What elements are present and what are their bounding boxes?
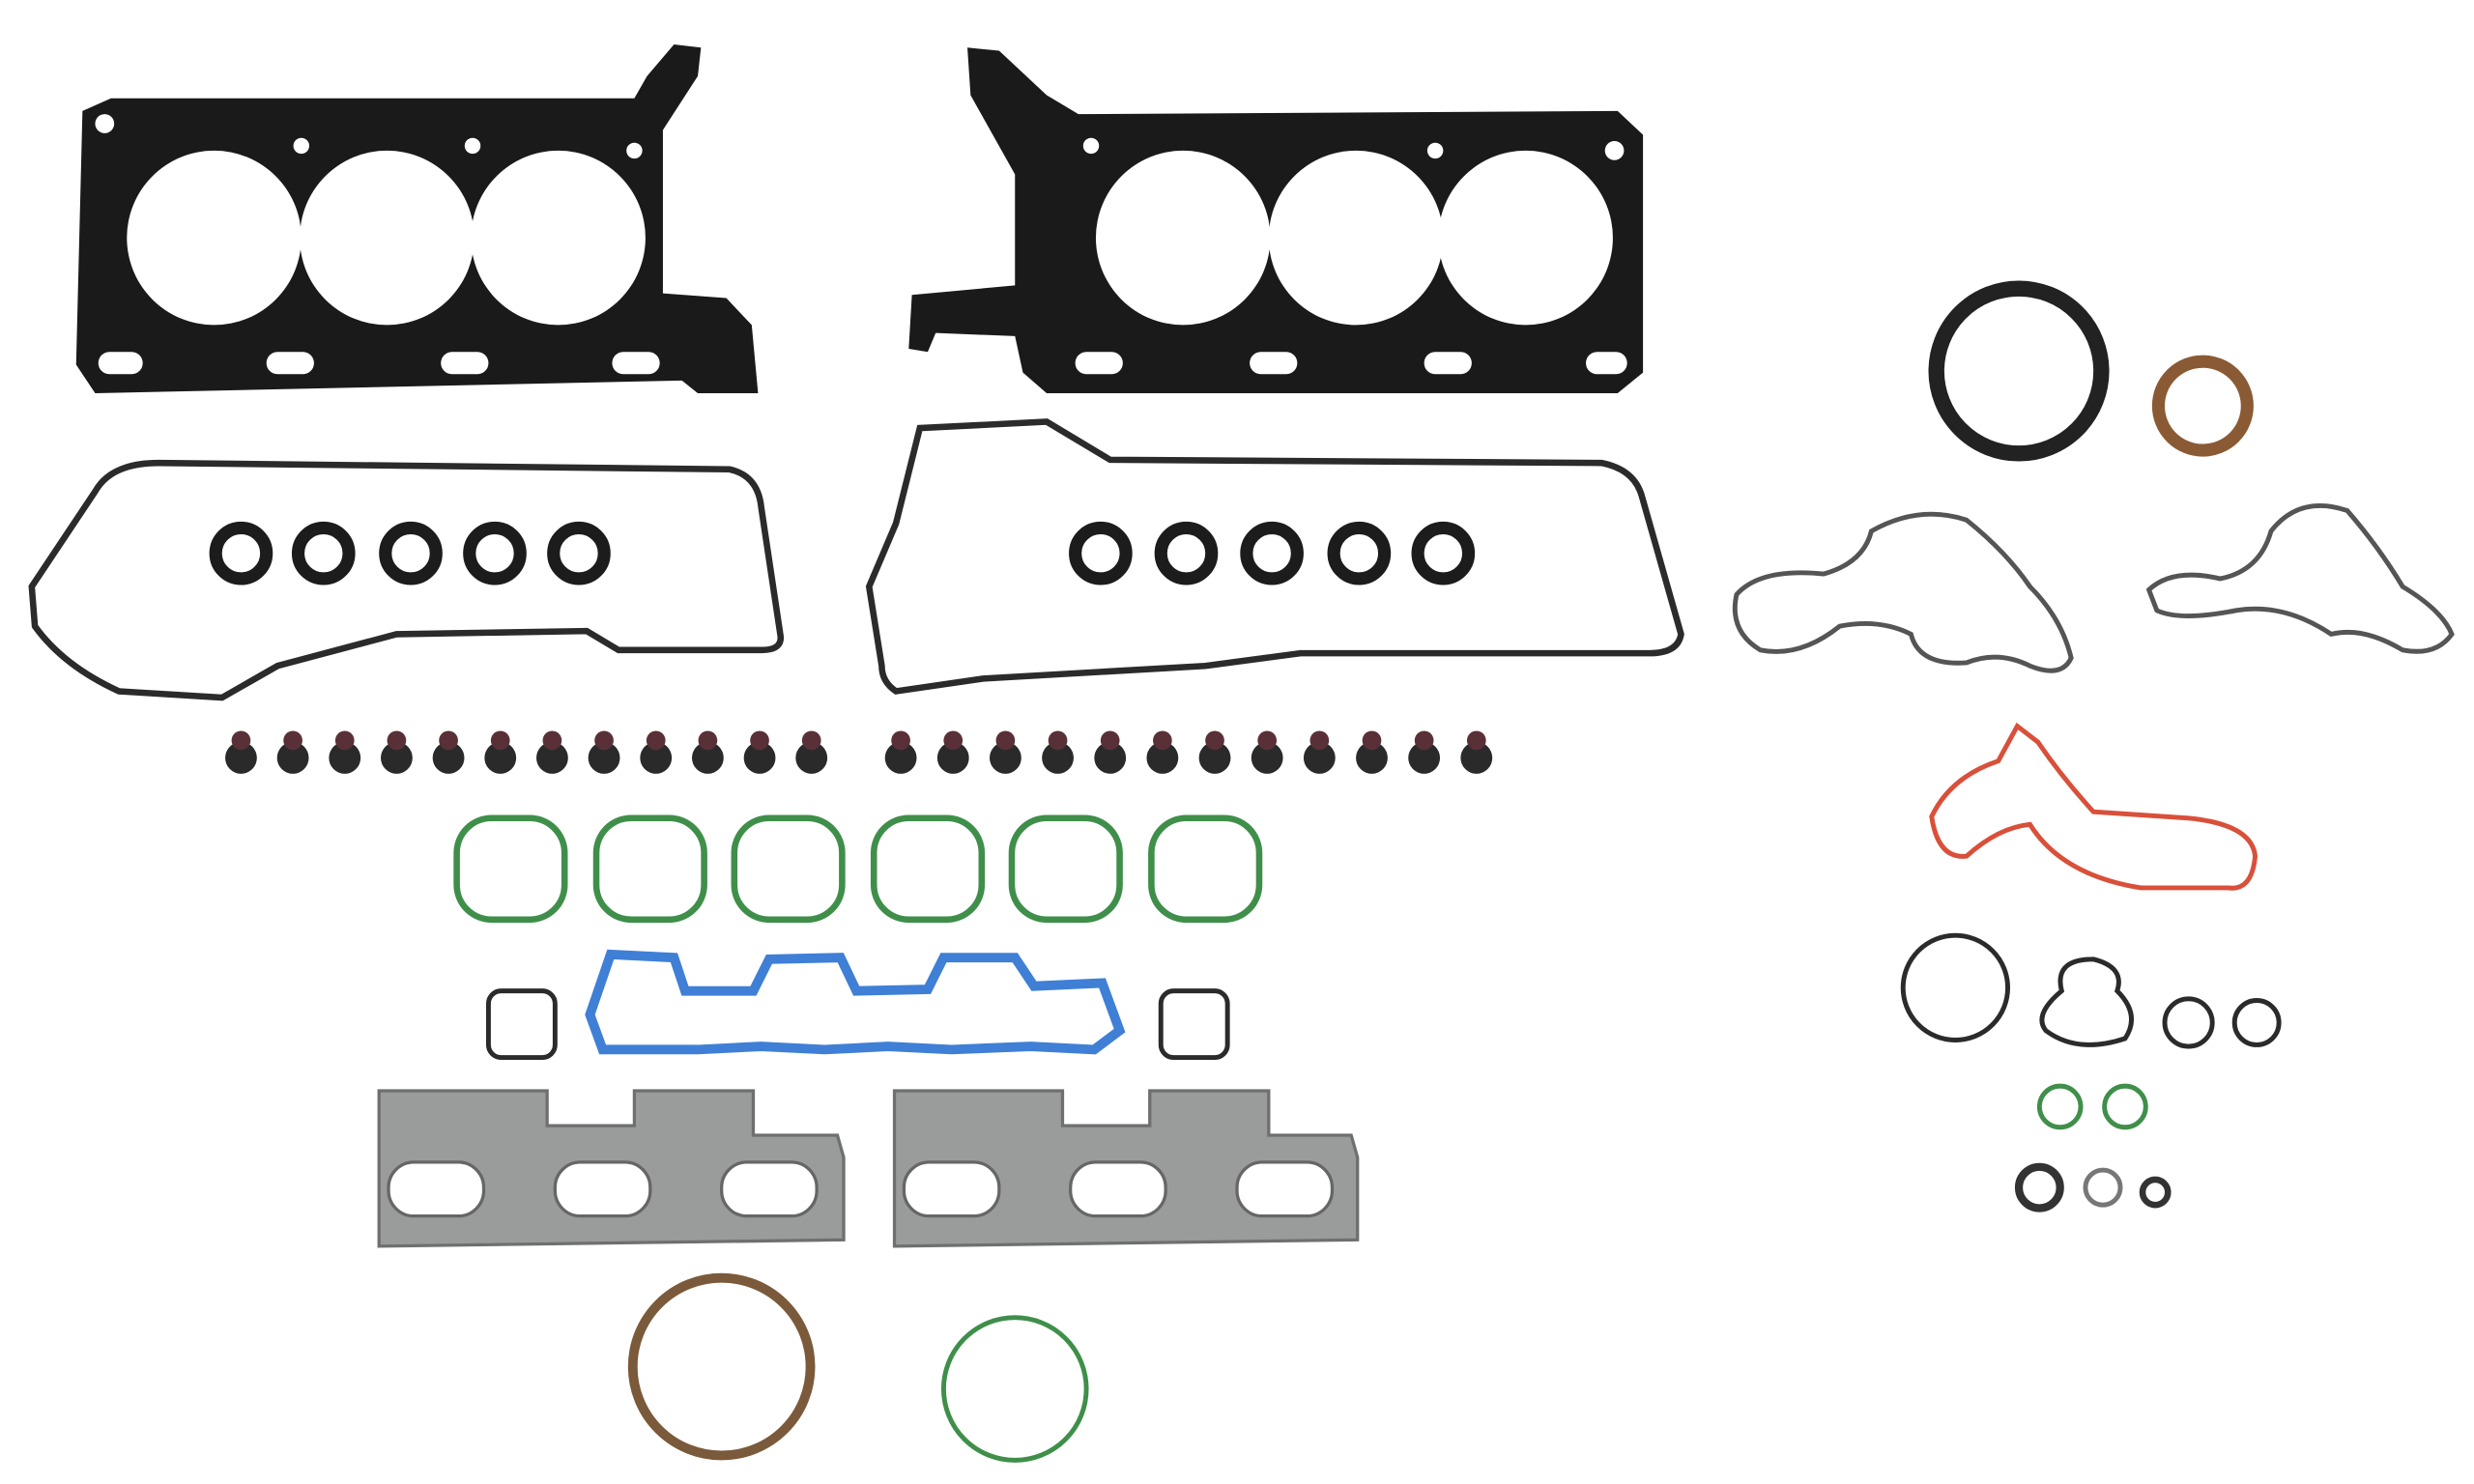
valve-stem-seal bbox=[1408, 742, 1441, 774]
valve-stem-seal-lip bbox=[698, 730, 718, 751]
exhaust-port bbox=[387, 1160, 486, 1218]
valve-stem-seal-lip bbox=[387, 730, 407, 751]
exhaust-manifold-gasket bbox=[892, 1089, 1360, 1248]
throttle-body-ring bbox=[627, 1272, 816, 1461]
valve-stem-seal bbox=[225, 742, 257, 774]
spark-plug-tube-seal bbox=[1411, 521, 1476, 585]
spark-plug-tube-seal bbox=[1327, 521, 1392, 585]
intake-port-gasket bbox=[1148, 814, 1263, 924]
valve-stem-seal bbox=[588, 742, 620, 774]
valve-stem-seal-lip bbox=[1362, 730, 1382, 751]
valve-cover-gasket-right bbox=[865, 418, 1684, 695]
spark-plug-tube-seal bbox=[1154, 521, 1219, 585]
valve-stem-seal-lip bbox=[594, 730, 614, 751]
spark-plug-tube-seal bbox=[1069, 521, 1133, 585]
valve-stem-seal-lip bbox=[1309, 730, 1330, 751]
intake-ring-green bbox=[940, 1315, 1089, 1463]
exhaust-manifold-gasket bbox=[377, 1089, 846, 1248]
valve-stem-seal bbox=[381, 742, 413, 774]
exhaust-port bbox=[1069, 1160, 1167, 1218]
valve-stem-seal bbox=[1303, 742, 1336, 774]
valve-stem-seal bbox=[743, 742, 776, 774]
o-ring bbox=[2102, 1083, 2148, 1130]
o-ring bbox=[2036, 1083, 2084, 1130]
valve-stem-seal-lip bbox=[1205, 730, 1224, 751]
intake-port-gasket bbox=[731, 814, 846, 924]
spark-plug-tube-seal bbox=[379, 521, 443, 585]
spark-plug-tube-seal bbox=[547, 521, 611, 585]
valve-stem-seal-lip bbox=[1048, 730, 1068, 751]
front-crank-seal bbox=[2151, 355, 2254, 457]
water-pump-gasket-right bbox=[2145, 502, 2455, 654]
valve-stem-seal-lip bbox=[334, 730, 355, 751]
oil-pump-gasket bbox=[2039, 956, 2134, 1047]
head-gasket-left bbox=[75, 43, 759, 393]
small-port-gasket-right bbox=[1158, 988, 1230, 1061]
valve-stem-seal bbox=[1042, 742, 1074, 774]
o-ring bbox=[2083, 1167, 2123, 1208]
valve-stem-seal-lip bbox=[1414, 730, 1434, 751]
rear-main-seal bbox=[1928, 280, 2110, 462]
o-ring bbox=[2139, 1176, 2172, 1209]
spark-plug-tube-seal bbox=[1240, 521, 1304, 585]
valve-stem-seal bbox=[640, 742, 673, 774]
intake-port-gasket bbox=[1008, 814, 1123, 924]
head-gasket-right bbox=[908, 47, 1644, 393]
exhaust-port bbox=[902, 1160, 1001, 1218]
valve-stem-seal-lip bbox=[750, 730, 769, 751]
valve-stem-seal-lip bbox=[1153, 730, 1172, 751]
valve-stem-seal bbox=[1251, 742, 1283, 774]
valve-stem-seal-lip bbox=[542, 730, 562, 751]
valve-stem-seal bbox=[276, 742, 309, 774]
valve-stem-seal bbox=[484, 742, 517, 774]
o-ring bbox=[2162, 996, 2215, 1049]
valve-stem-seal-lip bbox=[1257, 730, 1278, 751]
valve-cover-gasket-left bbox=[28, 459, 785, 701]
exhaust-port bbox=[1235, 1160, 1335, 1218]
valve-stem-seal-lip bbox=[490, 730, 510, 751]
intake-port-gasket bbox=[870, 814, 986, 924]
valve-stem-seal bbox=[432, 742, 465, 774]
valve-stem-seal bbox=[1146, 742, 1179, 774]
valve-stem-seal bbox=[990, 742, 1021, 774]
valve-stem-seal-lip bbox=[646, 730, 666, 751]
valve-stem-seal bbox=[884, 742, 917, 774]
valve-stem-seal bbox=[329, 742, 361, 774]
plenum-gasket bbox=[585, 949, 1126, 1055]
valve-stem-seal bbox=[1094, 742, 1127, 774]
spark-plug-tube-seal bbox=[463, 521, 527, 585]
exhaust-port bbox=[720, 1160, 819, 1218]
valve-stem-seal-lip bbox=[231, 730, 251, 751]
valve-stem-seal bbox=[1198, 742, 1231, 774]
valve-stem-seal-lip bbox=[1466, 730, 1486, 751]
valve-stem-seal-lip bbox=[801, 730, 821, 751]
valve-stem-seal-lip bbox=[943, 730, 964, 751]
small-port-gasket-left bbox=[485, 988, 558, 1061]
intake-port-gasket bbox=[592, 814, 707, 924]
valve-stem-seal-lip bbox=[1100, 730, 1120, 751]
valve-stem-seal-lip bbox=[439, 730, 458, 751]
valve-stem-seal bbox=[535, 742, 568, 774]
valve-stem-seal-lip bbox=[283, 730, 302, 751]
valve-stem-seal bbox=[1460, 742, 1493, 774]
o-ring bbox=[2231, 998, 2282, 1047]
valve-stem-seal-lip bbox=[891, 730, 910, 751]
valve-stem-seal bbox=[795, 742, 828, 774]
spark-plug-tube-seal bbox=[291, 521, 356, 585]
oring-large bbox=[1900, 932, 2010, 1042]
valve-stem-seal bbox=[936, 742, 969, 774]
exhaust-port bbox=[553, 1160, 652, 1218]
water-pump-gasket-left bbox=[1732, 511, 2074, 673]
valve-stem-seal-lip bbox=[995, 730, 1016, 751]
valve-stem-seal bbox=[691, 742, 724, 774]
spark-plug-tube-seal bbox=[209, 521, 273, 585]
intake-port-gasket bbox=[453, 814, 568, 924]
o-ring bbox=[2014, 1162, 2064, 1213]
valve-stem-seal bbox=[1356, 742, 1388, 774]
thermostat-housing-gasket bbox=[1929, 722, 2258, 891]
